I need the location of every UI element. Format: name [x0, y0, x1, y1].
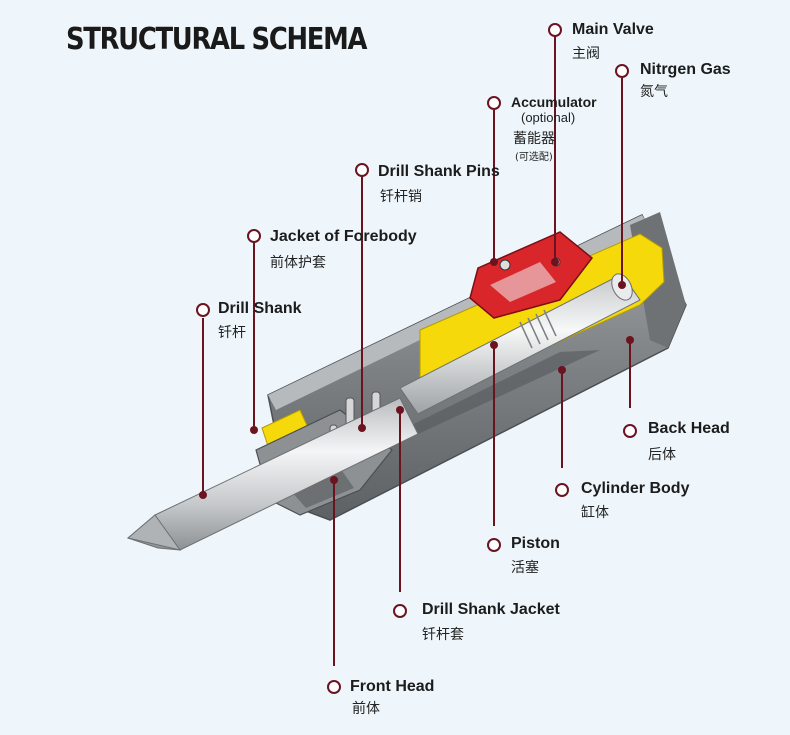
accumulator-marker	[487, 96, 501, 110]
drill-shank-label: Drill Shank	[218, 300, 302, 317]
drill-shank-part	[126, 397, 419, 551]
nitrogen-gas-marker	[615, 64, 629, 78]
accumulator-optional: (optional)	[521, 110, 576, 125]
nitrogen-gas-label: Nitrgen Gas	[640, 61, 731, 78]
front-head-label: Front Head	[350, 678, 435, 695]
drill-shank-jacket-label: Drill Shank Jacket	[422, 601, 560, 618]
accumulator-zh-sub: (可选配)	[515, 152, 553, 163]
drill-shank-pins-label: Drill Shank Pins	[378, 163, 500, 180]
front-head-marker	[327, 680, 341, 694]
piston-marker	[487, 538, 501, 552]
accumulator-zh: 蓄能器	[513, 131, 555, 147]
back-head-label: Back Head	[648, 420, 730, 437]
cylinder-body-marker	[555, 483, 569, 497]
cylinder-body-zh: 缸体	[581, 505, 609, 521]
main-valve-marker	[548, 23, 562, 37]
back-head-marker	[623, 424, 637, 438]
leader-lines	[202, 36, 631, 666]
drill-shank-pins-marker	[355, 163, 369, 177]
piston-zh: 活塞	[511, 560, 539, 576]
drill-shank-zh: 钎杆	[218, 325, 246, 341]
nitrogen-gas-zh: 氮气	[640, 84, 668, 100]
accumulator-label: Accumulator	[511, 94, 597, 110]
accumulator-part	[469, 231, 594, 319]
jacket-of-forebody-zh: 前体护套	[270, 255, 326, 271]
jacket-of-forebody-marker	[247, 229, 261, 243]
cylinder-body-label: Cylinder Body	[581, 480, 690, 497]
drill-shank-jacket-marker	[393, 604, 407, 618]
jacket-of-forebody-label: Jacket of Forebody	[270, 228, 417, 245]
piston-label: Piston	[511, 535, 560, 552]
front-head-zh: 前体	[352, 701, 380, 717]
main-valve-zh: 主阀	[572, 46, 600, 62]
drill-shank-jacket-zh: 钎杆套	[422, 627, 464, 643]
page-title: STRUCTURAL SCHEMA	[66, 22, 367, 57]
drill-shank-marker	[196, 303, 210, 317]
main-valve-label: Main Valve	[572, 21, 654, 38]
drill-shank-pins-zh: 钎杆销	[380, 189, 422, 205]
leader-end-dots	[199, 258, 634, 499]
back-head-zh: 后体	[648, 447, 676, 463]
